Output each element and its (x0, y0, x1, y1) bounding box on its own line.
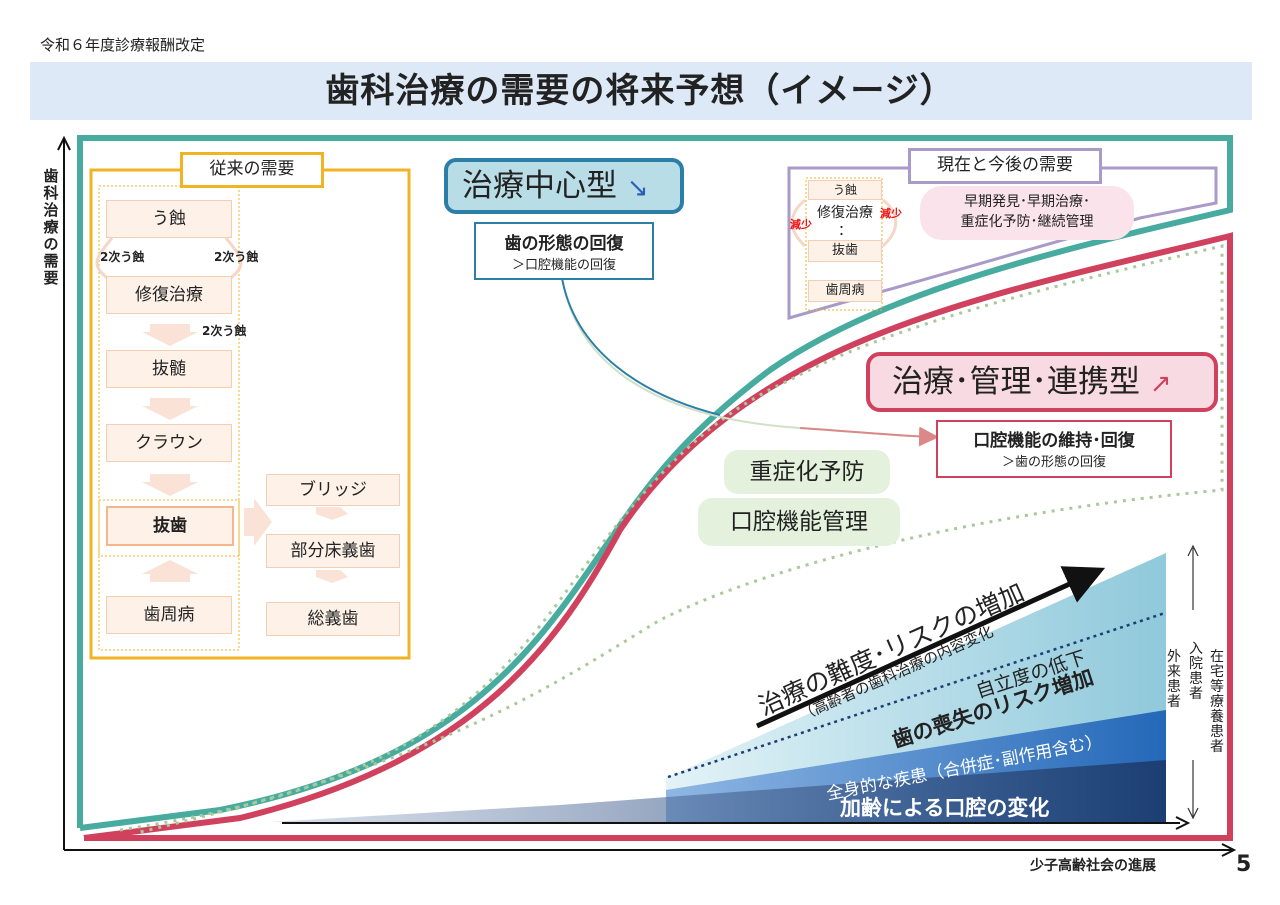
secondary-caries-label: 2次う蝕 (100, 250, 145, 264)
management-type-badge: 治療･管理･連携型 ↗ (866, 352, 1218, 412)
inpatient-label: 入院患者 (1189, 641, 1203, 702)
step-caries: う蝕 (106, 200, 232, 238)
focus-line-2: 重症化予防･継続管理 (960, 214, 1094, 230)
secondary-caries-label: 2次う蝕 (214, 250, 259, 264)
management-sub: ＞歯の形態の回復 (1001, 455, 1106, 470)
page-number: 5 (1236, 852, 1252, 877)
prosthetic-partial-denture: 部分床義歯 (266, 534, 400, 568)
focus-text: 早期発見･早期治療･ 重症化予防･継続管理 (920, 192, 1134, 232)
focus-pill (920, 186, 1134, 240)
x-axis-label: 少子高齢社会の進展 (1030, 858, 1156, 874)
treatment-centered-goal: 歯の形態の回復 (504, 234, 624, 254)
treatment-centered-label: 治療中心型 (462, 168, 617, 204)
step-periodontal: 歯周病 (106, 596, 232, 634)
management-type-label: 治療･管理･連携型 (892, 364, 1140, 400)
aging-area (270, 760, 1166, 822)
up-arrow-icon: ↗ (1149, 369, 1172, 399)
current-future-frame (787, 166, 1218, 320)
aging-text: 加齢による口腔の変化 (840, 796, 1050, 820)
difficulty-arrow (755, 566, 1106, 729)
cf-ellipsis: ： (838, 223, 852, 239)
step-crown: クラウン (106, 424, 232, 462)
home-care-patient-label: 在宅等療養患者 (1210, 649, 1224, 755)
service-oral-function-management: 口腔機能管理 (698, 498, 900, 546)
decrease-label: 減少 (790, 218, 812, 231)
cf-extraction: 抜歯 (808, 240, 882, 262)
y-axis-label: 歯科治療の需要 (43, 167, 59, 287)
step-extraction: 抜歯 (106, 506, 234, 546)
page-title: 歯科治療の需要の将来予想（イメージ） (325, 71, 955, 111)
treatment-centered-goal-box: 歯の形態の回復 ＞口腔機能の回復 (474, 222, 654, 280)
independence-line (667, 611, 1166, 779)
treatment-centered-sub: ＞口腔機能の回復 (511, 258, 616, 273)
pink-demand-curve (83, 232, 1233, 841)
down-arrow-icon: ↘ (626, 173, 649, 203)
management-goal-box: 口腔機能の維持･回復 ＞歯の形態の回復 (936, 420, 1172, 478)
current-future-label: 現在と今後の需要 (908, 148, 1102, 184)
treatment-centered-badge: 治療中心型 ↘ (444, 158, 684, 214)
decrease-label: 減少 (880, 207, 902, 220)
outpatient-label: 外来患者 (1167, 649, 1181, 710)
conventional-frame (89, 168, 411, 660)
prosthetic-bridge: ブリッジ (266, 474, 400, 506)
revision-note: 令和６年度診療報酬改定 (40, 36, 206, 54)
cf-caries: う蝕 (808, 180, 882, 200)
prosthetic-complete-denture: 総義歯 (266, 602, 400, 636)
focus-line-1: 早期発見･早期治療･ (964, 194, 1090, 210)
management-goal: 口腔機能の維持･回復 (973, 431, 1135, 451)
secondary-caries-label: 2次う蝕 (202, 324, 247, 338)
teal-demand-curve (77, 135, 1233, 831)
service-severity-prevention: 重症化予防 (724, 450, 890, 494)
step-pulpectomy: 抜髄 (106, 350, 232, 388)
cf-periodontal: 歯周病 (808, 280, 882, 302)
title-bar (30, 62, 1252, 120)
step-restoration: 修復治療 (106, 276, 232, 314)
cf-restoration: 修復治療 (817, 205, 873, 221)
conventional-label: 従来の需要 (180, 152, 324, 188)
